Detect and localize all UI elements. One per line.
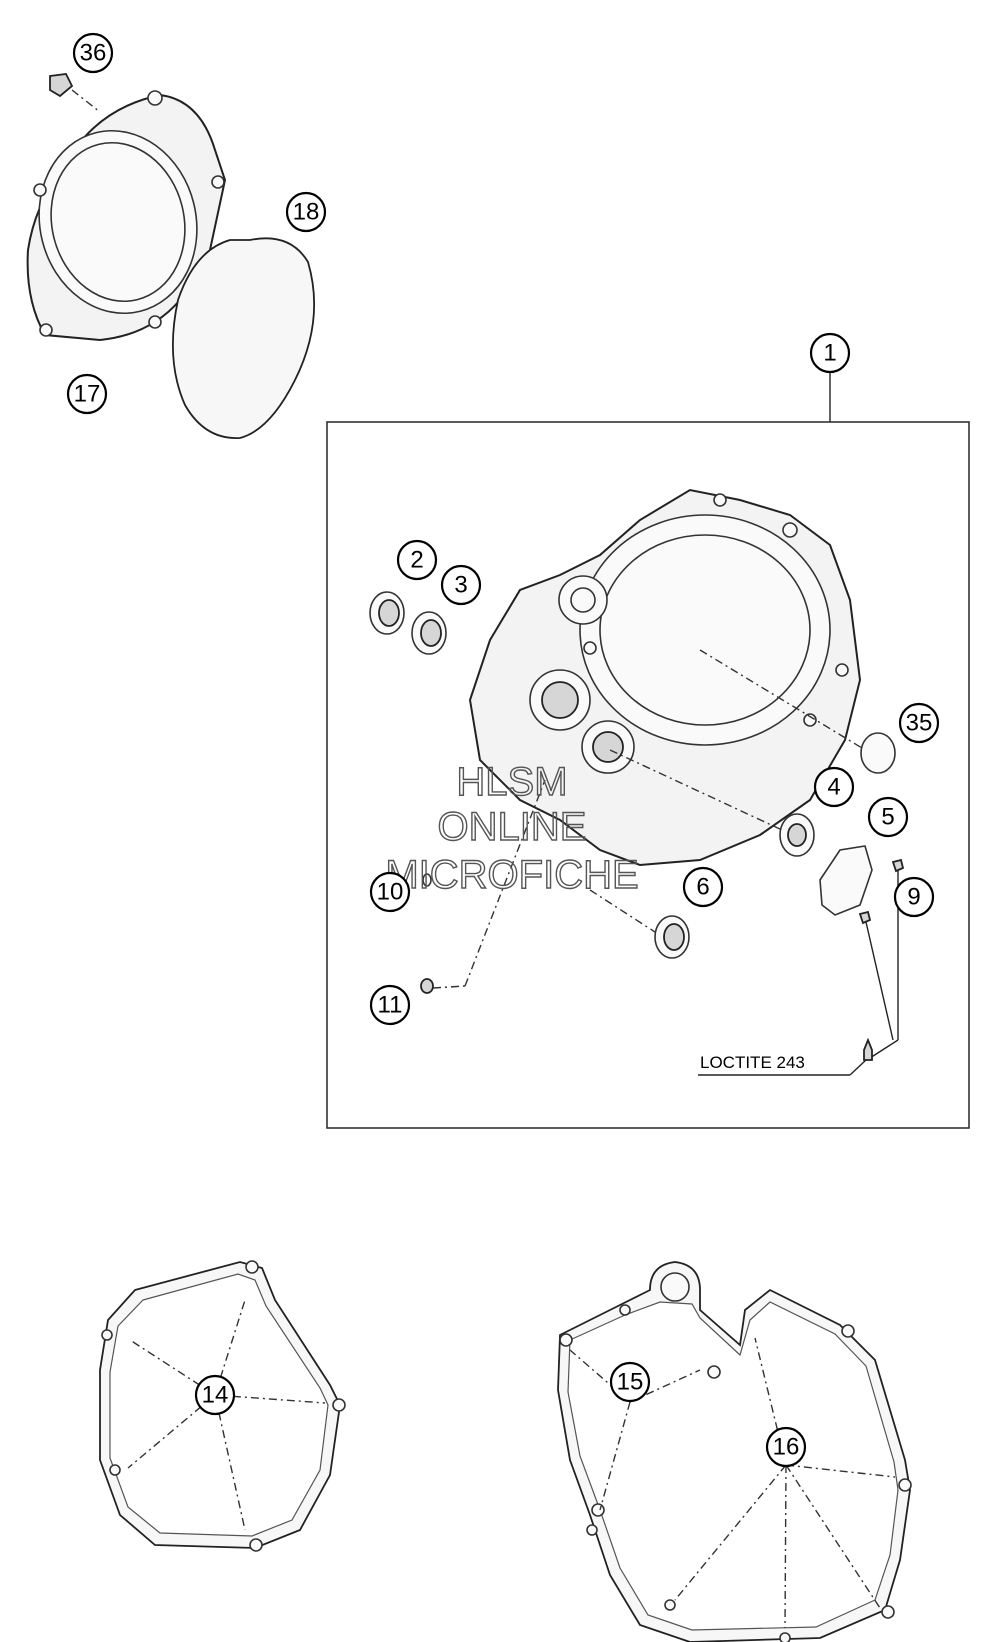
dowel-11 (420, 779, 546, 994)
o-ring-10 (422, 873, 432, 887)
callout-36: 36 (72, 32, 114, 74)
svg-text:1: 1 (823, 340, 836, 367)
svg-text:2: 2 (410, 547, 423, 574)
shaft-seal-3 (411, 611, 447, 655)
svg-text:14: 14 (202, 1382, 229, 1409)
svg-text:18: 18 (293, 199, 320, 226)
svg-text:11: 11 (378, 992, 403, 1019)
callout-3: 3 (440, 564, 482, 606)
shaft-seal-2 (369, 591, 405, 635)
svg-text:5: 5 (881, 804, 894, 831)
svg-text:4: 4 (827, 774, 840, 801)
svg-text:9: 9 (907, 884, 920, 911)
shaft-seal-6 (654, 915, 690, 959)
svg-text:35: 35 (906, 710, 933, 737)
callout-6: 6 (682, 866, 724, 908)
callout-15: 15 (609, 1361, 651, 1403)
loctite-note: LOCTITE 243 (700, 1053, 805, 1072)
cover-gasket-18 (172, 237, 316, 439)
svg-text:16: 16 (773, 1434, 800, 1461)
callout-2: 2 (396, 539, 438, 581)
inner-clutch-cover (468, 488, 862, 867)
outer-clutch-cover (26, 90, 227, 342)
callout-16: 16 (765, 1426, 807, 1468)
svg-text:10: 10 (377, 879, 404, 906)
callout-4: 4 (813, 766, 855, 808)
o-ring-35 (860, 732, 896, 774)
svg-text:MICROFICHE: MICROFICHE (385, 853, 638, 897)
callout-10: 10 (369, 871, 411, 913)
bearing-4 (779, 813, 815, 857)
callout-5: 5 (867, 796, 909, 838)
svg-text:15: 15 (617, 1369, 644, 1396)
callout-9: 9 (893, 876, 935, 918)
svg-text:ONLINE: ONLINE (438, 805, 587, 849)
svg-text:3: 3 (454, 572, 467, 599)
svg-text:6: 6 (696, 874, 709, 901)
svg-text:HLSM: HLSM (456, 760, 567, 804)
callout-11: 11 (369, 984, 411, 1026)
cover-plate-5 (819, 845, 873, 916)
screw-36 (49, 73, 101, 113)
callout-17: 17 (66, 373, 108, 415)
svg-text:36: 36 (80, 40, 107, 67)
callout-14: 14 (194, 1374, 236, 1416)
callout-1: 1 (809, 332, 851, 374)
svg-text:17: 17 (74, 381, 101, 408)
callout-18: 18 (285, 191, 327, 233)
inner-cover-assembly-box (326, 421, 970, 1129)
watermark: HLSM ONLINE MICROFICHE (385, 759, 640, 897)
gasket-15-16 (557, 1261, 912, 1642)
callout-35: 35 (898, 702, 940, 744)
